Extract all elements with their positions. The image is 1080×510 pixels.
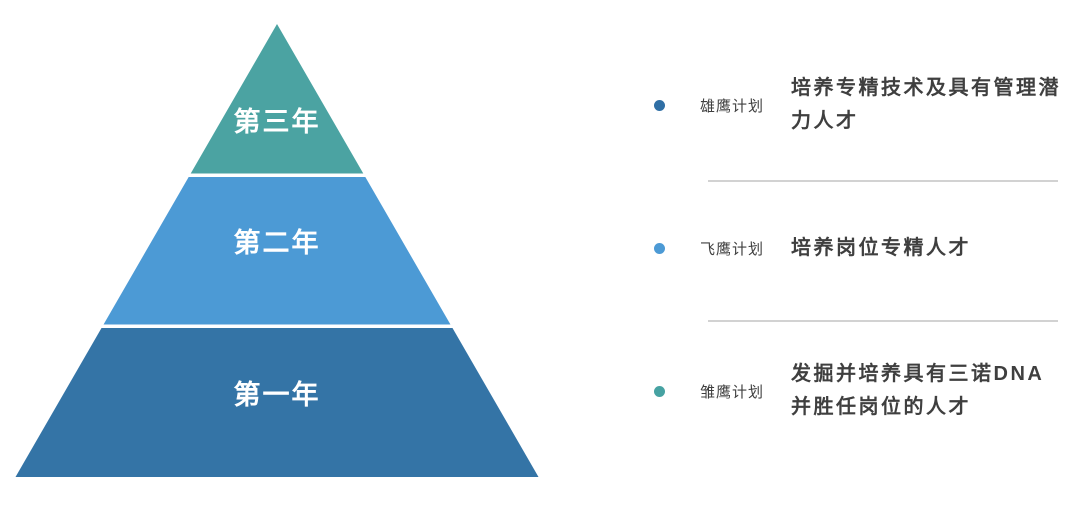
legend: 雄鹰计划 培养专精技术及具有管理潜力人才 飞鹰计划 培养岗位专精人才 雏鹰计划 … (638, 0, 1078, 510)
legend-plan-name: 雄鹰计划 (700, 97, 765, 115)
legend-item-feiying: 飞鹰计划 培养岗位专精人才 (638, 230, 1061, 266)
pyramid-level-label: 第二年 (234, 227, 321, 258)
legend-plan-name: 飞鹰计划 (700, 240, 765, 258)
legend-plan-description: 培养岗位专精人才 (791, 236, 971, 259)
legend-dot-icon (654, 385, 665, 397)
legend-plan-description: 发掘并培养具有三诺DNA并胜任岗位的人才 (791, 363, 1045, 418)
legend-item-xiongying: 雄鹰计划 培养专精技术及具有管理潜力人才 (638, 72, 1061, 138)
pyramid-level-label: 第一年 (234, 379, 321, 410)
pyramid-level-3 (15, 328, 539, 477)
legend-dot-icon (654, 242, 665, 254)
legend-dot-icon (654, 99, 665, 111)
pyramid-level-2 (103, 177, 451, 325)
pyramid-level-label: 第三年 (234, 106, 321, 137)
legend-item-chuying: 雏鹰计划 发掘并培养具有三诺DNA并胜任岗位的人才 (638, 358, 1061, 424)
legend-plan-name: 雏鹰计划 (700, 383, 765, 401)
legend-divider (708, 320, 1058, 322)
pyramid-container: 第三年第二年第一年 (15, 24, 539, 477)
legend-divider (708, 180, 1058, 182)
legend-plan-description: 培养专精技术及具有管理潜力人才 (791, 77, 1061, 132)
pyramid-level-1 (190, 24, 364, 174)
